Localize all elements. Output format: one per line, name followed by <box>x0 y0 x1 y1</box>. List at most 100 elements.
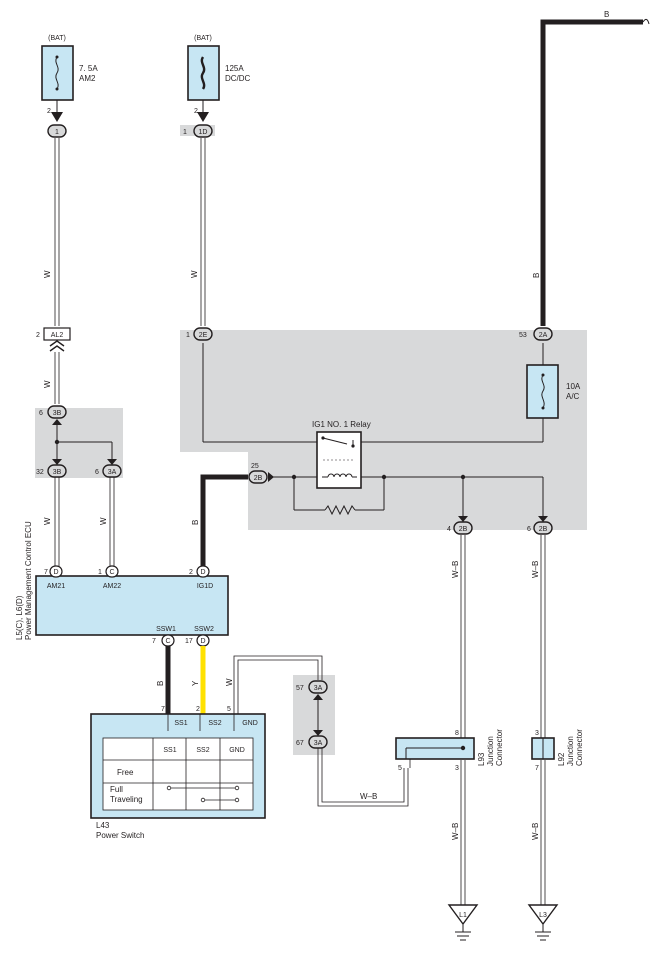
connector-1d: 1 1D <box>183 124 213 138</box>
svg-text:SSW2: SSW2 <box>194 626 214 633</box>
svg-text:2B: 2B <box>459 526 468 533</box>
svg-text:6: 6 <box>95 469 99 476</box>
svg-text:Free: Free <box>117 768 134 777</box>
svg-text:C: C <box>109 569 114 576</box>
svg-text:AM21: AM21 <box>47 583 65 590</box>
svg-text:25: 25 <box>251 463 259 470</box>
connector-2a: 53 2A <box>519 327 553 341</box>
ground-l3-icon <box>527 904 559 941</box>
svg-text:W: W <box>99 517 108 525</box>
svg-text:32: 32 <box>36 469 44 476</box>
connector-1: 1 <box>47 124 67 138</box>
junction-l93-name1: Junction <box>486 736 495 766</box>
svg-text:4: 4 <box>447 526 451 533</box>
svg-text:B: B <box>156 681 165 686</box>
ground-l1-label: L1 <box>459 912 467 919</box>
fuse-am2-pin: 2 <box>47 108 51 115</box>
junction-l93-pin-left: 5 <box>398 765 402 772</box>
connector-3a: 6 3A <box>95 459 122 478</box>
svg-text:B: B <box>191 520 200 525</box>
ecu-label-codes: L5(C), L6(D) <box>15 595 24 640</box>
fuse-dcdc-name: DC/DC <box>225 74 251 83</box>
wire-wb-right <box>460 535 546 905</box>
junction-l92-pin-bottom: 7 <box>535 765 539 772</box>
connector-2e: 1 2E <box>186 327 213 341</box>
svg-text:7: 7 <box>152 638 156 645</box>
svg-text:1D: 1D <box>199 129 208 136</box>
wire-b-thick-top <box>540 19 643 326</box>
splice-dot-3 <box>460 474 466 480</box>
ground-l1-icon <box>447 904 479 941</box>
splice-dot-1 <box>291 474 297 480</box>
junction-l93-pin-bottom: 3 <box>455 765 459 772</box>
svg-text:W: W <box>43 270 52 278</box>
svg-text:3B: 3B <box>53 410 62 417</box>
ecu-label-name: Power Management Control ECU <box>24 521 33 640</box>
connector-3b-bottom: 32 3B <box>36 459 67 478</box>
svg-text:W–B: W–B <box>531 823 540 840</box>
svg-text:W–B: W–B <box>451 561 460 578</box>
svg-text:C: C <box>165 638 170 645</box>
svg-text:Traveling: Traveling <box>110 795 143 804</box>
svg-text:W: W <box>43 380 52 388</box>
ecu-terminals: 7 D AM21 1 C AM22 2 D IG1D SSW1 7 C SSW2… <box>44 565 214 647</box>
svg-text:2: 2 <box>196 706 200 713</box>
svg-text:D: D <box>200 569 205 576</box>
junction-block-panel <box>180 330 587 452</box>
fuse-ac <box>526 364 559 419</box>
fuse-dcdc-rating: 125A <box>225 64 244 73</box>
svg-text:IG1D: IG1D <box>197 583 213 590</box>
junction-l92-pin-top: 3 <box>535 730 539 737</box>
junction-block-panel-lower <box>248 452 587 530</box>
svg-text:W: W <box>190 270 199 278</box>
junction-l93-code: L93 <box>477 752 486 766</box>
splice-dot-3b <box>54 439 60 445</box>
svg-text:1: 1 <box>183 129 187 136</box>
fuse-dcdc <box>187 45 220 122</box>
junction-l92-name2: Connector <box>575 729 584 766</box>
svg-text:1: 1 <box>186 332 190 339</box>
fuse-am2-name: AM2 <box>79 74 96 83</box>
svg-text:Y: Y <box>191 680 200 686</box>
wire-color-labels: W W B B W W W B B Y W W–B W–B W–B W–B W–… <box>43 10 609 840</box>
svg-text:5: 5 <box>227 706 231 713</box>
junction-l92-code: L92 <box>557 752 566 766</box>
junction-l93-pin-top: 8 <box>455 730 459 737</box>
relay-label: IG1 NO. 1 Relay <box>312 420 371 429</box>
svg-text:2: 2 <box>189 569 193 576</box>
fuse-dcdc-supply: (BAT) <box>194 35 212 42</box>
connector-2b-l3: 6 2B <box>527 516 553 535</box>
ecu-box <box>35 575 229 636</box>
ground-l3-label: L3 <box>539 912 547 919</box>
coil-icon <box>327 473 353 478</box>
svg-text:W: W <box>43 517 52 525</box>
svg-text:6: 6 <box>39 410 43 417</box>
svg-text:3A: 3A <box>314 685 323 692</box>
connector-2b-l1: 4 2B <box>447 516 473 535</box>
svg-text:Power Switch: Power Switch <box>96 831 144 840</box>
wire-am2-w <box>54 138 115 566</box>
splice-dot-2 <box>381 474 387 480</box>
svg-text:1: 1 <box>98 569 102 576</box>
svg-text:W–B: W–B <box>360 792 377 801</box>
svg-text:6: 6 <box>527 526 531 533</box>
junction-internal-wiring <box>202 343 544 522</box>
svg-text:Full: Full <box>110 785 123 794</box>
connector-al2: 2 AL2 <box>36 327 71 352</box>
junction-l93-name2: Connector <box>495 729 504 766</box>
svg-text:D: D <box>200 638 205 645</box>
svg-text:2E: 2E <box>199 332 208 339</box>
power-switch-box <box>90 713 266 819</box>
fuse-ac-rating: 10A <box>566 382 581 391</box>
svg-text:GND: GND <box>242 720 258 727</box>
connector-3a-67: 67 3A <box>296 730 328 749</box>
resistor-icon <box>324 504 356 516</box>
svg-text:2A: 2A <box>539 332 548 339</box>
svg-text:3A: 3A <box>314 740 323 747</box>
svg-text:2: 2 <box>36 332 40 339</box>
fuse-dcdc-pin: 2 <box>194 108 198 115</box>
connector-2b-input: 25 2B <box>248 463 274 484</box>
svg-text:SS2: SS2 <box>208 720 221 727</box>
svg-text:3A: 3A <box>108 469 117 476</box>
